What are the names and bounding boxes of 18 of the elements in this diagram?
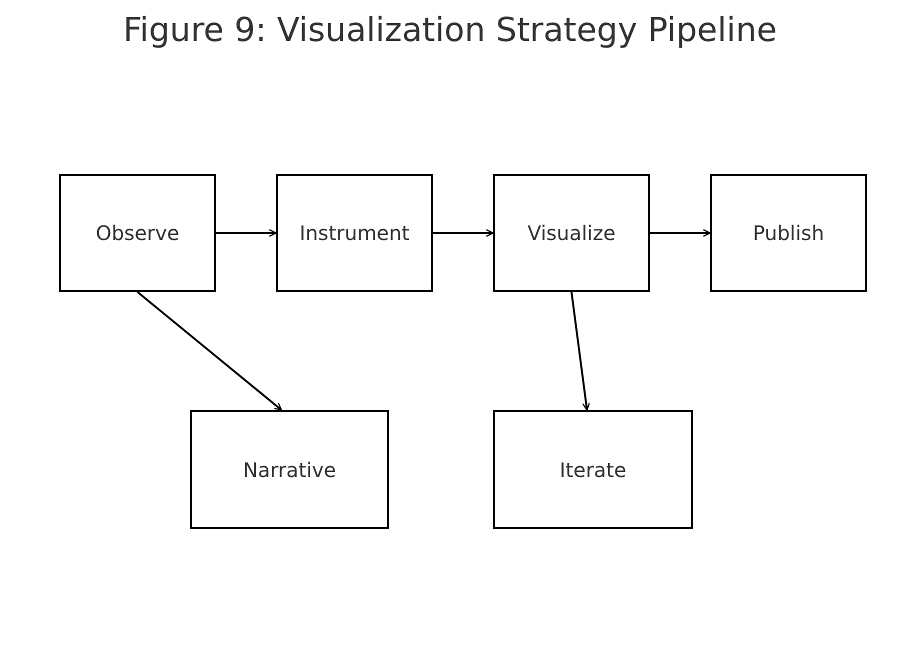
node-label: Iterate bbox=[560, 458, 626, 482]
arrow bbox=[216, 228, 277, 238]
process-box bbox=[493, 174, 650, 292]
arrow bbox=[570, 292, 590, 411]
arrow bbox=[136, 291, 282, 411]
node-label: Observe bbox=[96, 221, 180, 245]
node-label: Visualize bbox=[527, 221, 616, 245]
arrow bbox=[650, 228, 711, 238]
process-box bbox=[59, 174, 216, 292]
node-label: Publish bbox=[752, 221, 824, 245]
process-box bbox=[276, 174, 433, 292]
process-box bbox=[493, 410, 693, 529]
node-label: Narrative bbox=[242, 458, 336, 482]
node-label: Instrument bbox=[299, 221, 410, 245]
process-box bbox=[190, 410, 389, 529]
arrow bbox=[433, 228, 494, 238]
process-box bbox=[710, 174, 867, 292]
diagram-title: Figure 9: Visualization Strategy Pipeline bbox=[122, 10, 778, 49]
